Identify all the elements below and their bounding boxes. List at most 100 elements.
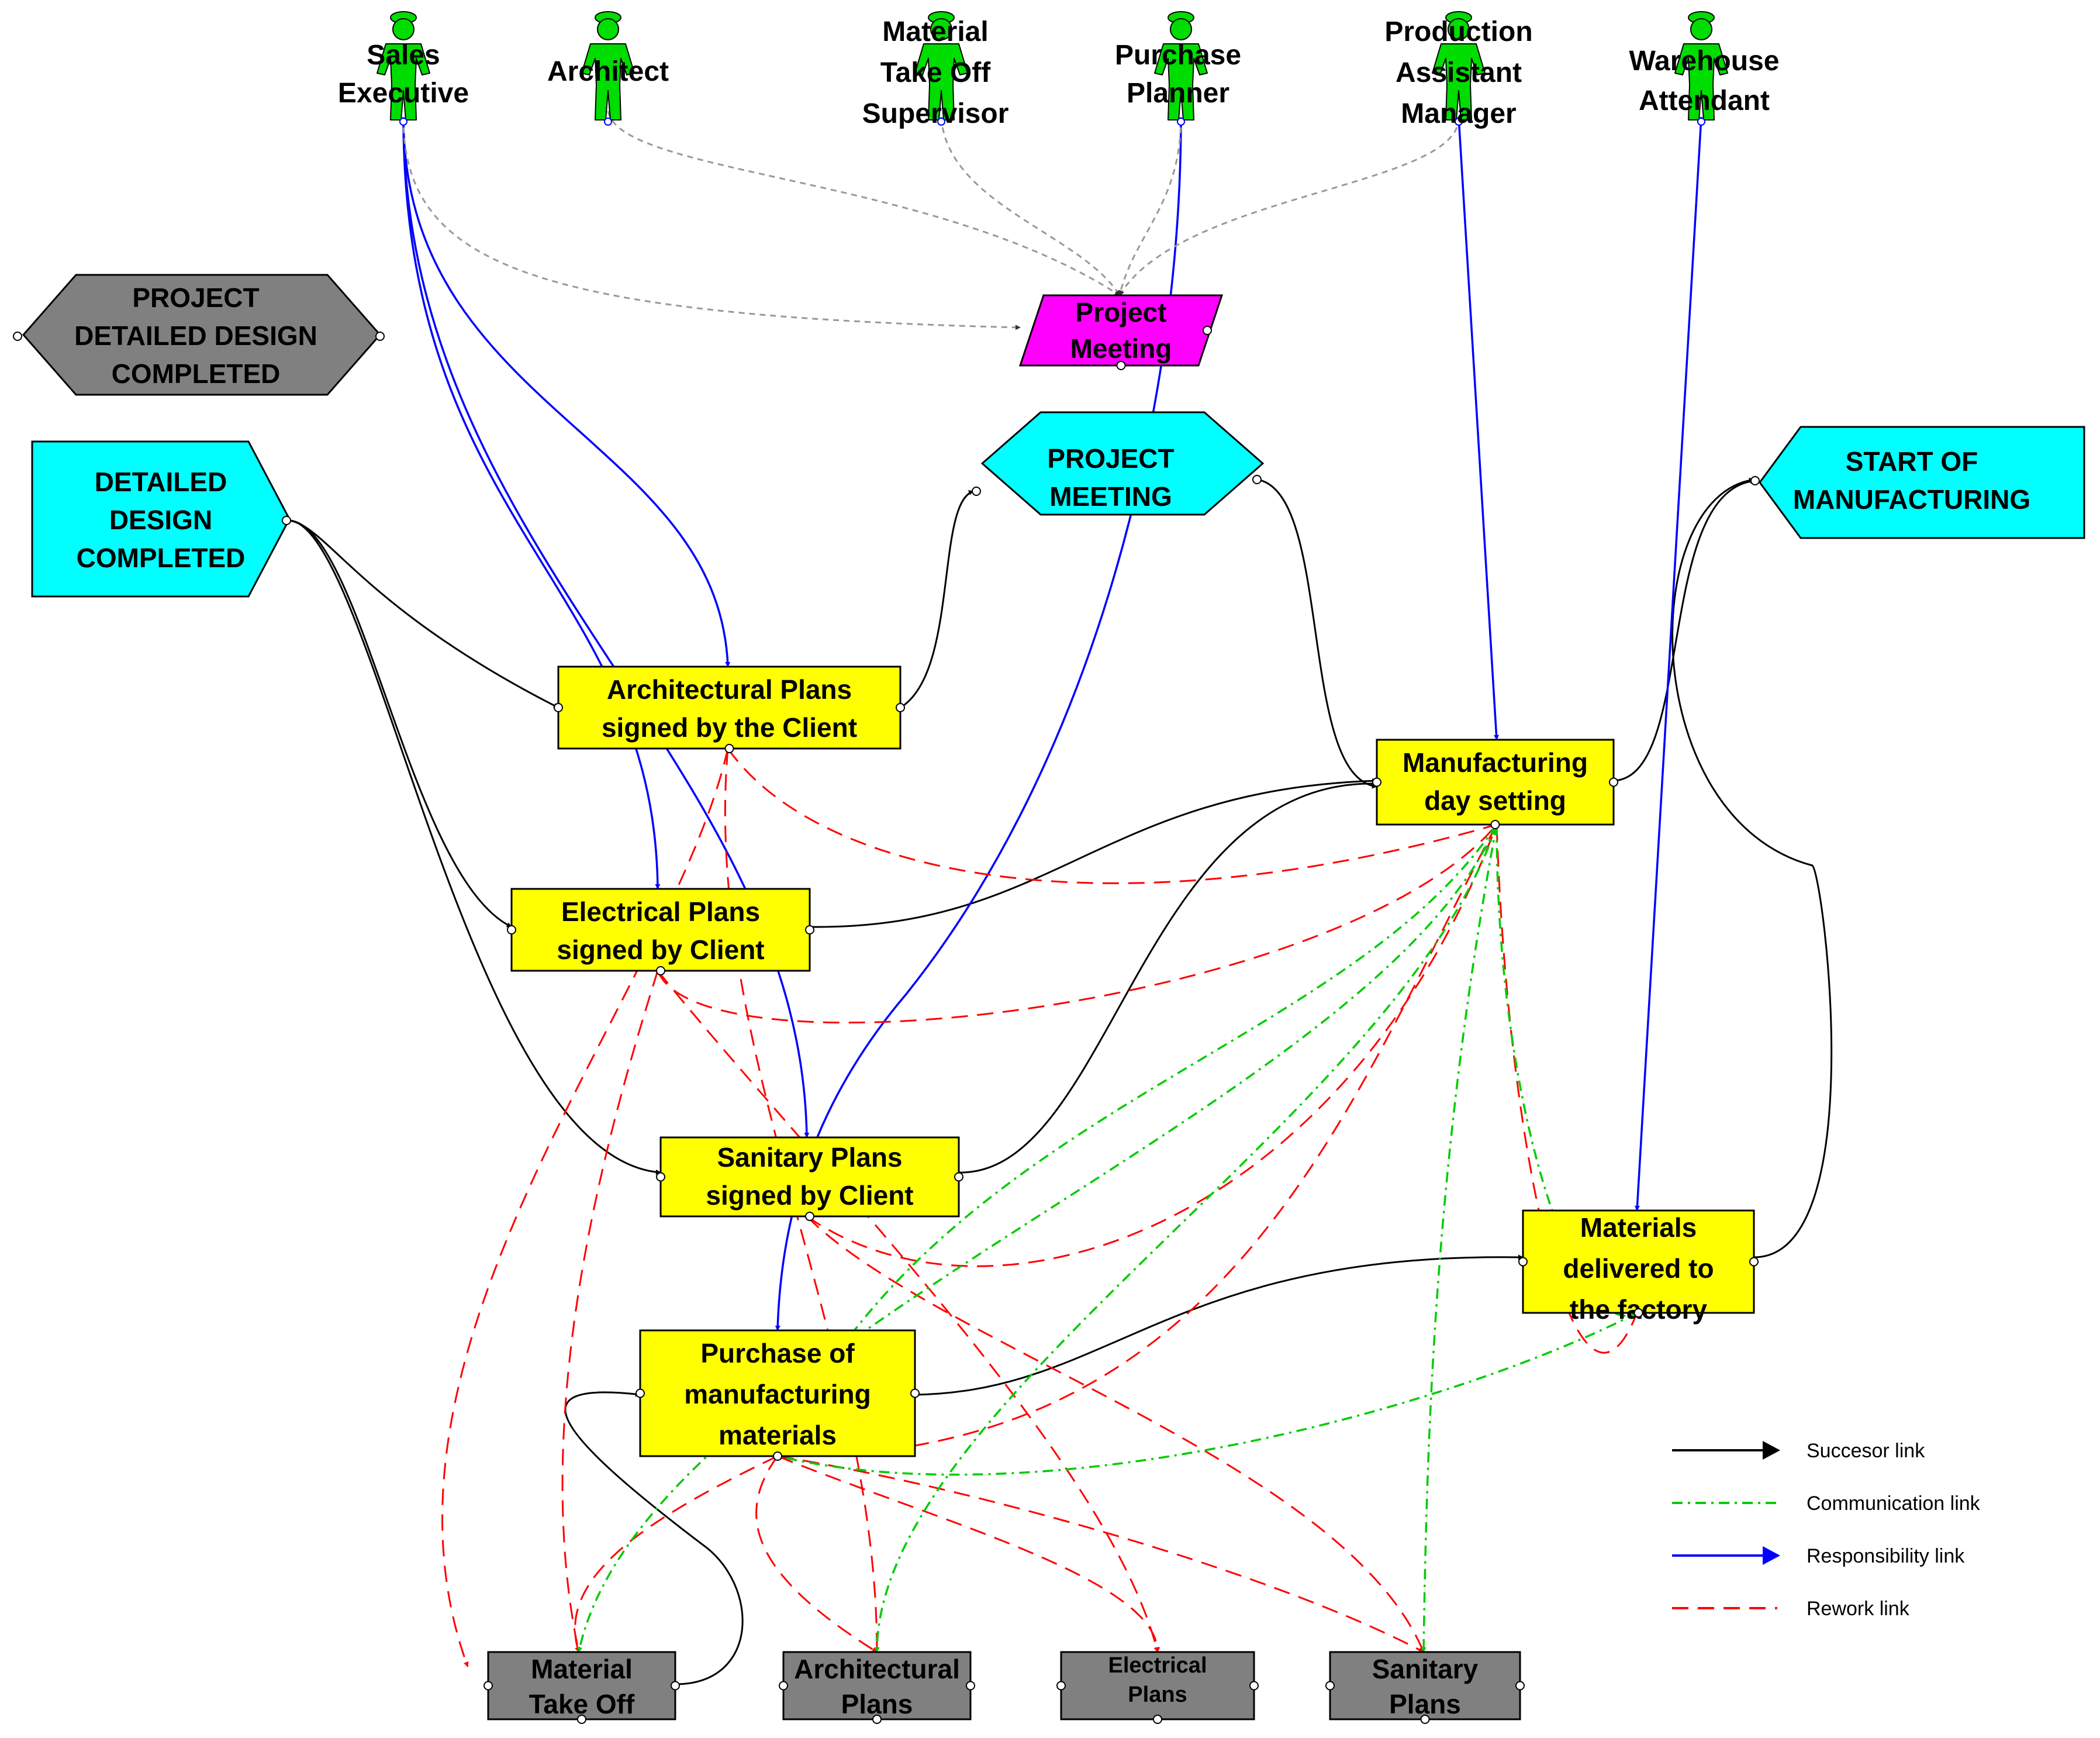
node-label-line: manufacturing (684, 1379, 871, 1409)
activity-san[interactable]: Sanitary Plans signed by Client (656, 1136, 963, 1221)
connection-port[interactable] (282, 516, 291, 525)
responsibility-link (402, 116, 661, 889)
node-label-line: Architect (547, 56, 669, 87)
connection-port[interactable] (577, 1715, 586, 1724)
rework-link (561, 970, 659, 1653)
activity-box (557, 665, 902, 750)
meeting-info-link (402, 116, 1021, 330)
legend-label: Rework link (1807, 1598, 1910, 1620)
connection-port[interactable] (1490, 820, 1500, 829)
node-label-line: signed by the Client (602, 712, 857, 743)
person-icon (581, 11, 635, 126)
connection-port[interactable] (1153, 1715, 1162, 1724)
connection-port[interactable] (1249, 1681, 1259, 1691)
connection-port[interactable] (1420, 1715, 1430, 1724)
node-label-line: Sanitary Plans (717, 1142, 902, 1173)
connection-port[interactable] (507, 925, 516, 934)
connection-port[interactable] (635, 1388, 645, 1398)
connection-port[interactable] (910, 1388, 920, 1398)
node-label-line: Project (1076, 297, 1167, 327)
meeting-shape (1018, 294, 1224, 367)
connection-port[interactable] (656, 966, 665, 975)
connection-port[interactable] (13, 332, 22, 341)
connection-port[interactable] (554, 703, 563, 712)
connection-port[interactable] (1372, 777, 1381, 787)
successor-link (289, 519, 512, 928)
connection-port[interactable] (724, 744, 734, 753)
connection-port[interactable] (483, 1681, 493, 1691)
connection-port[interactable] (1325, 1681, 1335, 1691)
connection-port[interactable] (954, 1172, 963, 1182)
node-label-line: day setting (1424, 785, 1566, 816)
connection-port[interactable] (779, 1681, 788, 1691)
node-label-line: Meeting (1070, 333, 1172, 364)
connection-port[interactable] (805, 925, 814, 934)
connection-port[interactable] (375, 332, 385, 341)
communication-link (1421, 824, 1498, 1653)
person-icon (1154, 11, 1208, 126)
connection-port[interactable] (1252, 475, 1262, 484)
node-label-line: signed by Client (557, 934, 764, 965)
rework-link (777, 1455, 1424, 1653)
connection-port[interactable] (1750, 476, 1760, 485)
person-icon (1674, 11, 1728, 126)
meeting-info-link (1118, 116, 1182, 296)
role-architect[interactable]: Architect (547, 11, 669, 126)
node-label-line: COMPLETED (112, 358, 281, 389)
connection-port[interactable] (896, 703, 905, 712)
node-label-line: Purchase (1115, 40, 1241, 71)
rework-link (724, 748, 880, 1653)
connection-port[interactable] (1203, 326, 1212, 335)
connection-port[interactable] (1633, 1308, 1643, 1318)
successor-link (289, 519, 661, 1175)
node-label-line: Take Off (529, 1689, 635, 1719)
node-label-line: Material (531, 1654, 633, 1684)
connection-port[interactable] (1609, 777, 1618, 787)
node-label-line: Executive (338, 78, 469, 109)
connection-port[interactable] (966, 1681, 975, 1691)
connection-port[interactable] (872, 1715, 882, 1724)
connection-port[interactable] (671, 1681, 680, 1691)
connection-port[interactable] (805, 1212, 814, 1221)
connection-port[interactable] (1515, 1681, 1525, 1691)
node-label-line: Planner (1127, 78, 1229, 109)
responsibility-link (402, 116, 810, 1138)
node-label-line: COMPLETED (77, 543, 246, 573)
node-label-line: Material (882, 16, 988, 47)
node-label-line: Assistant (1396, 57, 1522, 88)
node-label-line: START OF (1846, 446, 1978, 477)
connection-port[interactable] (972, 487, 981, 496)
connection-port[interactable] (656, 1172, 665, 1182)
connection-port[interactable] (1056, 1681, 1066, 1691)
communication-link (577, 824, 1498, 1653)
successor-link (958, 781, 1377, 1174)
milestone-shape (31, 440, 291, 598)
successor-link (900, 490, 974, 709)
node-label-line: signed by Client (706, 1180, 913, 1211)
node-label-line: Architectural (794, 1654, 960, 1684)
connection-port[interactable] (1749, 1257, 1759, 1267)
connection-port[interactable] (773, 1451, 782, 1461)
connection-port[interactable] (1518, 1257, 1528, 1267)
connection-port[interactable] (1116, 361, 1126, 370)
